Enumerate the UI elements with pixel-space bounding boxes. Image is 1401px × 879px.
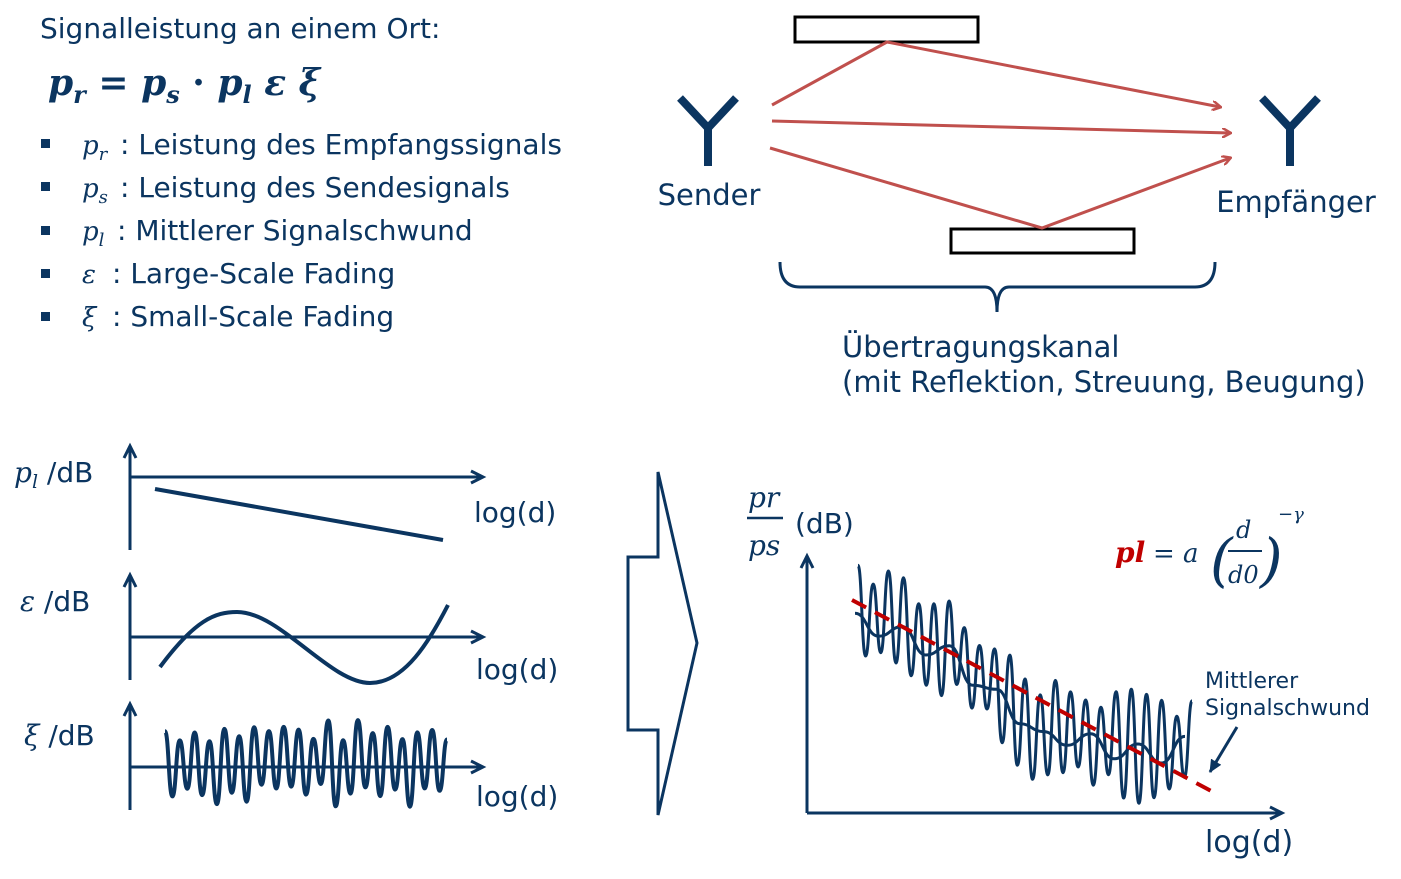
y-axis: [122, 700, 138, 810]
y-label-denominator: ps: [748, 529, 780, 562]
channel-diagram: Sender Empfänger Übertragungskanal (mit …: [658, 15, 1376, 399]
pathloss-formula: pl = a ( d d0 ) −γ: [1115, 504, 1304, 594]
legend-label: : Large-Scale Fading: [112, 257, 395, 290]
main-formula: pr = ps · pl ε ξ: [48, 62, 322, 109]
paren-left: (: [1210, 526, 1234, 594]
sender-antenna-icon: [677, 95, 739, 166]
y-label: pl /dB: [14, 456, 93, 493]
y-axis: [122, 442, 138, 550]
x-axis: [807, 805, 1286, 821]
ray-reflected-bottom: [769, 146, 1230, 230]
x-label: log(d): [476, 653, 558, 686]
sender-label: Sender: [658, 178, 761, 212]
legend-label: : Small-Scale Fading: [112, 300, 394, 333]
x-axis: [130, 469, 487, 485]
legend-symbol: ε: [82, 260, 96, 290]
small-scale-curve: [163, 718, 449, 809]
large-scale-chart: ε /dB log(d): [20, 571, 558, 686]
legend-label: : Leistung des Empfangssignals: [120, 128, 562, 161]
y-axis: [799, 552, 815, 813]
legend-item: pl : Mittlerer Signalschwund: [41, 214, 473, 251]
legend-label: : Mittlerer Signalschwund: [117, 214, 473, 247]
formula-rhs: = a: [1153, 539, 1199, 569]
legend-item: ps : Leistung des Sendesignals: [41, 171, 510, 208]
formula-den: d0: [1228, 561, 1259, 589]
large-scale-curve: [158, 604, 450, 685]
formula-num: d: [1236, 516, 1251, 544]
x-label: log(d): [476, 780, 558, 813]
reflector-top: [793, 15, 980, 44]
symbol-legend: pr : Leistung des Empfangssignals ps : L…: [41, 128, 562, 333]
slide-title: Signalleistung an einem Ort:: [40, 12, 440, 45]
bullet-icon: [41, 226, 50, 235]
ray-direct: [771, 119, 1230, 133]
legend-item: ε : Large-Scale Fading: [41, 257, 395, 290]
small-scale-chart: ξ /dB log(d): [24, 700, 558, 813]
legend-symbol: pl: [82, 217, 105, 251]
legend-label: : Leistung des Sendesignals: [120, 171, 510, 204]
formula-lhs: pl: [1115, 536, 1145, 569]
channel-subtitle: (mit Reflektion, Streuung, Beugung): [842, 365, 1366, 399]
formula-exp: −γ: [1278, 504, 1304, 525]
reflector-bottom: [949, 227, 1136, 255]
receiver-label: Empfänger: [1216, 185, 1376, 219]
pathloss-dashed-line: [851, 598, 1216, 795]
x-label: log(d): [1205, 825, 1293, 860]
combined-chart: pr ps (dB) pl = a ( d d0 ) −γ Mittlerer …: [747, 481, 1370, 860]
ray-reflected-top: [771, 40, 1220, 107]
y-label-unit: (dB): [795, 507, 854, 540]
x-label: log(d): [474, 496, 556, 529]
y-label: ε /dB: [20, 585, 90, 618]
legend-symbol: pr: [82, 131, 109, 165]
legend-symbol: ps: [82, 174, 108, 208]
bullet-icon: [41, 312, 50, 321]
x-axis: [130, 629, 487, 645]
y-label-numerator: pr: [748, 481, 781, 514]
pathloss-line: [154, 487, 444, 542]
channel-brace: [778, 261, 1217, 313]
legend-symbol: ξ: [82, 303, 98, 333]
annotation-line2: Signalschwund: [1205, 696, 1370, 721]
annotation-arrow-icon: [1208, 726, 1239, 773]
bullet-icon: [41, 182, 50, 191]
annotation-line1: Mittlerer: [1205, 669, 1299, 694]
y-axis: [122, 571, 138, 680]
paren-right: ): [1258, 526, 1283, 594]
legend-item: pr : Leistung des Empfangssignals: [41, 128, 562, 165]
pathloss-chart: pl /dB log(d): [14, 442, 556, 550]
y-label: ξ /dB: [24, 719, 95, 752]
combine-arrow-icon: [626, 471, 699, 816]
channel-title: Übertragungskanal: [842, 330, 1119, 364]
receiver-antenna-icon: [1259, 95, 1321, 166]
received-signal-curve: [856, 563, 1194, 805]
bullet-icon: [41, 139, 50, 148]
bullet-icon: [41, 269, 50, 278]
legend-item: ξ : Small-Scale Fading: [41, 300, 394, 333]
